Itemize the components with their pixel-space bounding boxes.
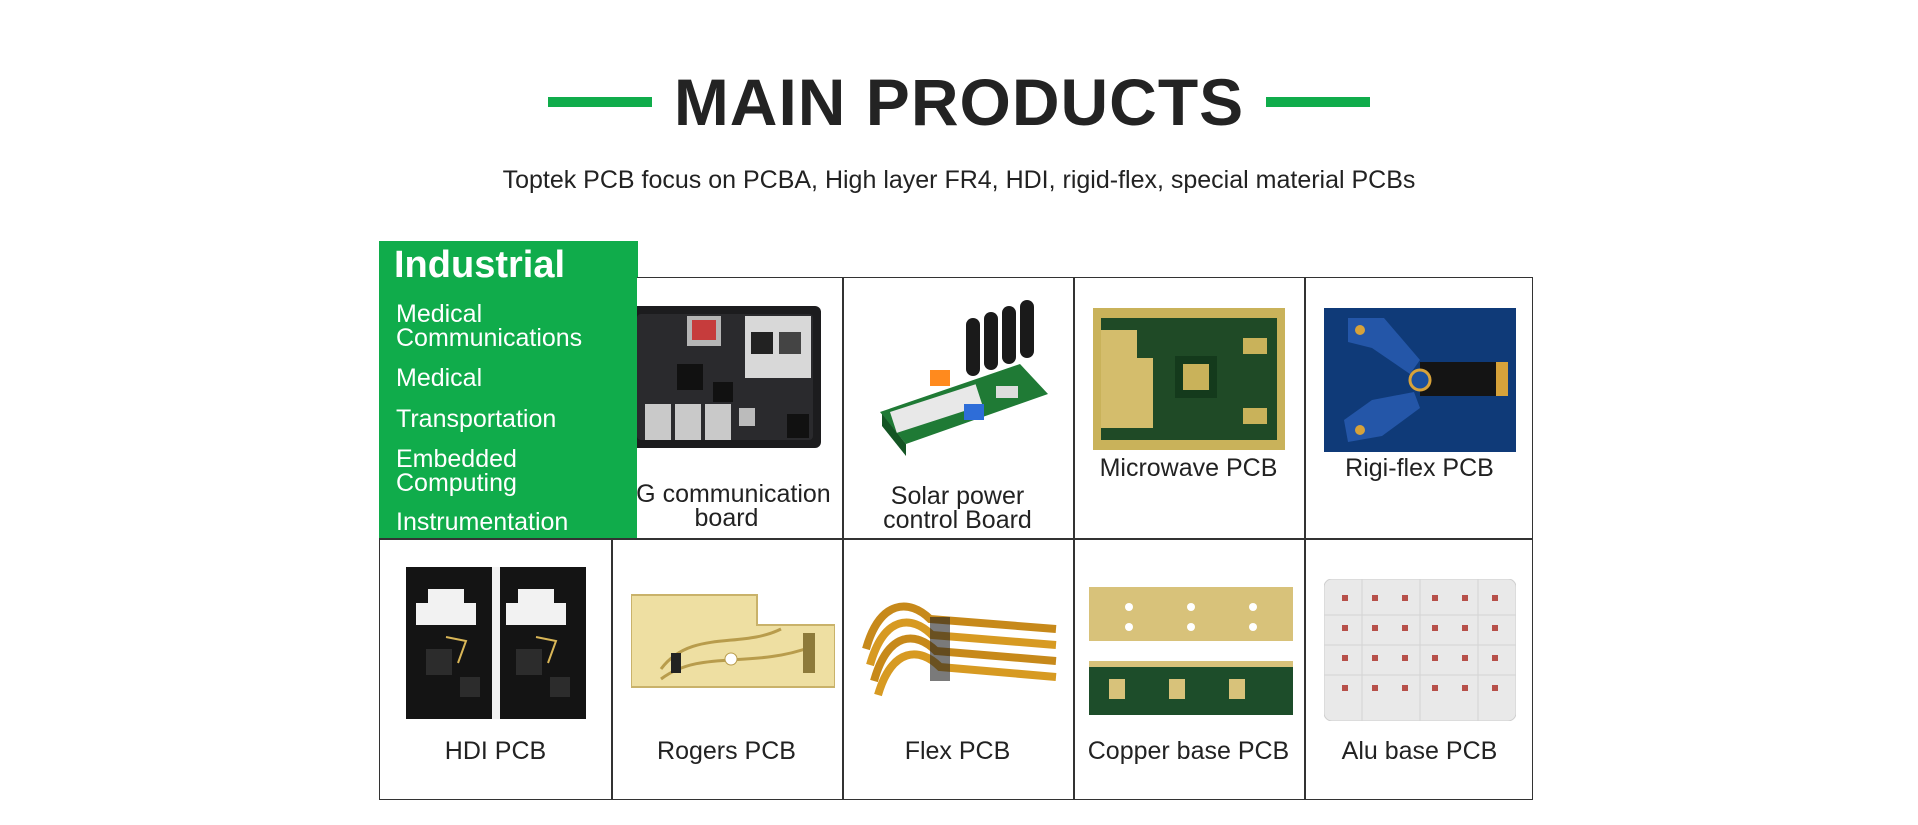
copper-base-pcb-image [1089,587,1293,715]
rigid-flex-pcb-image [1324,308,1516,452]
product-grid: 4G communication board Solar power contr… [379,277,1533,800]
product-label: Microwave PCB [1099,454,1278,482]
grid-divider [380,538,1532,540]
applications-panel [379,241,637,538]
product-label: Rigi-flex PCB [1345,454,1494,482]
section-header: MAIN PRODUCTS [0,62,1918,142]
product-card-rogers-pcb[interactable]: Rogers PCB [611,539,842,800]
product-label: Flex PCB [904,737,1011,765]
product-card-alu-base-pcb[interactable]: Alu base PCB [1304,539,1535,800]
product-label: Copper base PCB [1087,737,1290,765]
solar-board-image [880,300,1048,456]
title-left-rule [547,97,652,107]
product-card-microwave-pcb[interactable]: Microwave PCB [1073,278,1304,539]
product-label: HDI PCB [444,737,547,765]
applications-title: Industrial [394,244,566,286]
application-item[interactable]: Medical Communications [396,300,583,352]
product-card-solar-board[interactable]: Solar power control Board [842,278,1073,539]
product-card-rigid-flex-pcb[interactable]: Rigi-flex PCB [1304,278,1535,539]
4g-board-image [629,306,821,448]
product-label: 4G communication board [622,480,831,532]
product-label: Rogers PCB [657,737,796,765]
rogers-pcb-image [631,594,835,688]
application-item[interactable]: Medical [396,364,483,392]
product-card-copper-base-pcb[interactable]: Copper base PCB [1073,539,1304,800]
product-card-4g-board[interactable]: 4G communication board [611,278,842,539]
title-right-rule [1266,97,1371,107]
product-card-hdi-pcb[interactable]: HDI PCB [380,539,611,800]
hdi-pcb-image [406,567,586,719]
product-card-flex-pcb[interactable]: Flex PCB [842,539,1073,800]
application-item[interactable]: Transportation [396,405,557,433]
alu-base-pcb-image [1324,579,1516,721]
page-title: MAIN PRODUCTS [673,65,1245,139]
microwave-pcb-image [1093,308,1285,450]
product-label: Alu base PCB [1341,737,1498,765]
product-label: Solar power control Board [883,482,1032,534]
page-subtitle: Toptek PCB focus on PCBA, High layer FR4… [502,166,1416,194]
flex-pcb-image [862,602,1057,697]
application-item[interactable]: Embedded Computing [396,445,517,497]
application-item[interactable]: Instrumentation [396,508,569,536]
